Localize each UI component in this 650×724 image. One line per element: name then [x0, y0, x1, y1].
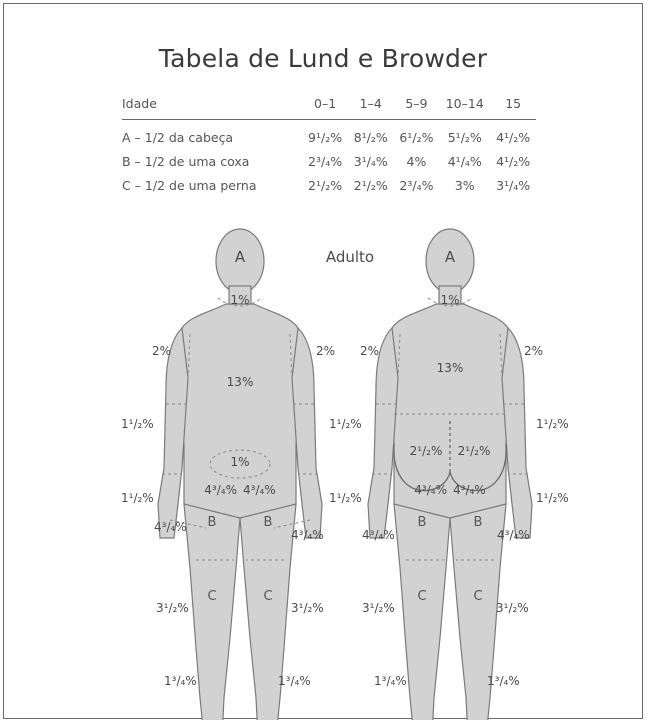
back-buttock-left-label: 2¹/₂% [410, 444, 443, 458]
front-foot-left-label: 1³/₄% [164, 674, 197, 688]
front-leg-left-zone: C [207, 589, 216, 604]
figure-caption: Adulto [326, 248, 374, 266]
back-thigh-top-right-label: 4³/₄% [453, 483, 486, 497]
front-leg-side-left-label: 3¹/₂% [156, 601, 189, 615]
back-foot-right-label: 1³/₄% [487, 674, 520, 688]
front-genital-label: 1% [230, 455, 249, 469]
back-leg-left-zone: C [417, 589, 426, 604]
front-forearm-right-label: 1¹/₂% [329, 417, 362, 431]
front-upper-arm-left-label: 2% [152, 344, 171, 358]
front-hand-right-label: 1¹/₂% [329, 491, 362, 505]
back-neck-label: 1% [440, 293, 459, 307]
front-foot-right-label: 1³/₄% [278, 674, 311, 688]
front-neck-label: 1% [230, 293, 249, 307]
back-head-zone: A [445, 248, 456, 266]
front-body: A 1% 13% 1% 4³/₄% 4³/₄% B B C C [158, 229, 322, 720]
front-hand-left-label: 1¹/₂% [121, 491, 154, 505]
body-diagram-svg: A 1% 13% 1% 4³/₄% 4³/₄% B B C C 2% 2% 1¹… [4, 4, 644, 720]
back-thigh-left-zone: B [418, 515, 427, 530]
back-leg-right-zone: C [473, 589, 482, 604]
front-thigh-top-left-label: 4³/₄% [204, 483, 237, 497]
front-thigh-top-right-label: 4³/₄% [243, 483, 276, 497]
back-trunk-label: 13% [437, 361, 464, 375]
back-forearm-right-label: 1¹/₂% [536, 417, 569, 431]
back-body: A 1% 13% 2¹/₂% 2¹/₂% 4³/₄% 4³/₄% B B C C [368, 229, 532, 720]
front-thigh-left-zone: B [208, 515, 217, 530]
back-upper-arm-left-label: 2% [360, 344, 379, 358]
back-thigh-side-left-label: 4³/₄% [362, 528, 395, 542]
front-thigh-side-right-label: 4³/₄% [291, 528, 324, 542]
back-thigh-top-left-label: 4³/₄% [414, 483, 447, 497]
body-figure: A 1% 13% 1% 4³/₄% 4³/₄% B B C C 2% 2% 1¹… [4, 4, 644, 720]
back-thigh-side-right-label: 4³/₄% [497, 528, 530, 542]
front-trunk-label: 13% [227, 375, 254, 389]
back-thigh-right-zone: B [474, 515, 483, 530]
back-leg-side-left-label: 3¹/₂% [362, 601, 395, 615]
front-upper-arm-right-label: 2% [316, 344, 335, 358]
back-leg-side-right-label: 3¹/₂% [496, 601, 529, 615]
front-leg-right-zone: C [263, 589, 272, 604]
front-head-zone: A [235, 248, 246, 266]
back-buttock-right-label: 2¹/₂% [458, 444, 491, 458]
back-foot-left-label: 1³/₄% [374, 674, 407, 688]
page-frame: Tabela de Lund e Browder Idade 0–1 1–4 5… [3, 3, 643, 719]
back-hand-right-label: 1¹/₂% [536, 491, 569, 505]
front-forearm-left-label: 1¹/₂% [121, 417, 154, 431]
front-leg-side-right-label: 3¹/₂% [291, 601, 324, 615]
back-upper-arm-right-label: 2% [524, 344, 543, 358]
front-thigh-side-left-label: 4³/₄% [154, 520, 187, 534]
front-thigh-right-zone: B [264, 515, 273, 530]
